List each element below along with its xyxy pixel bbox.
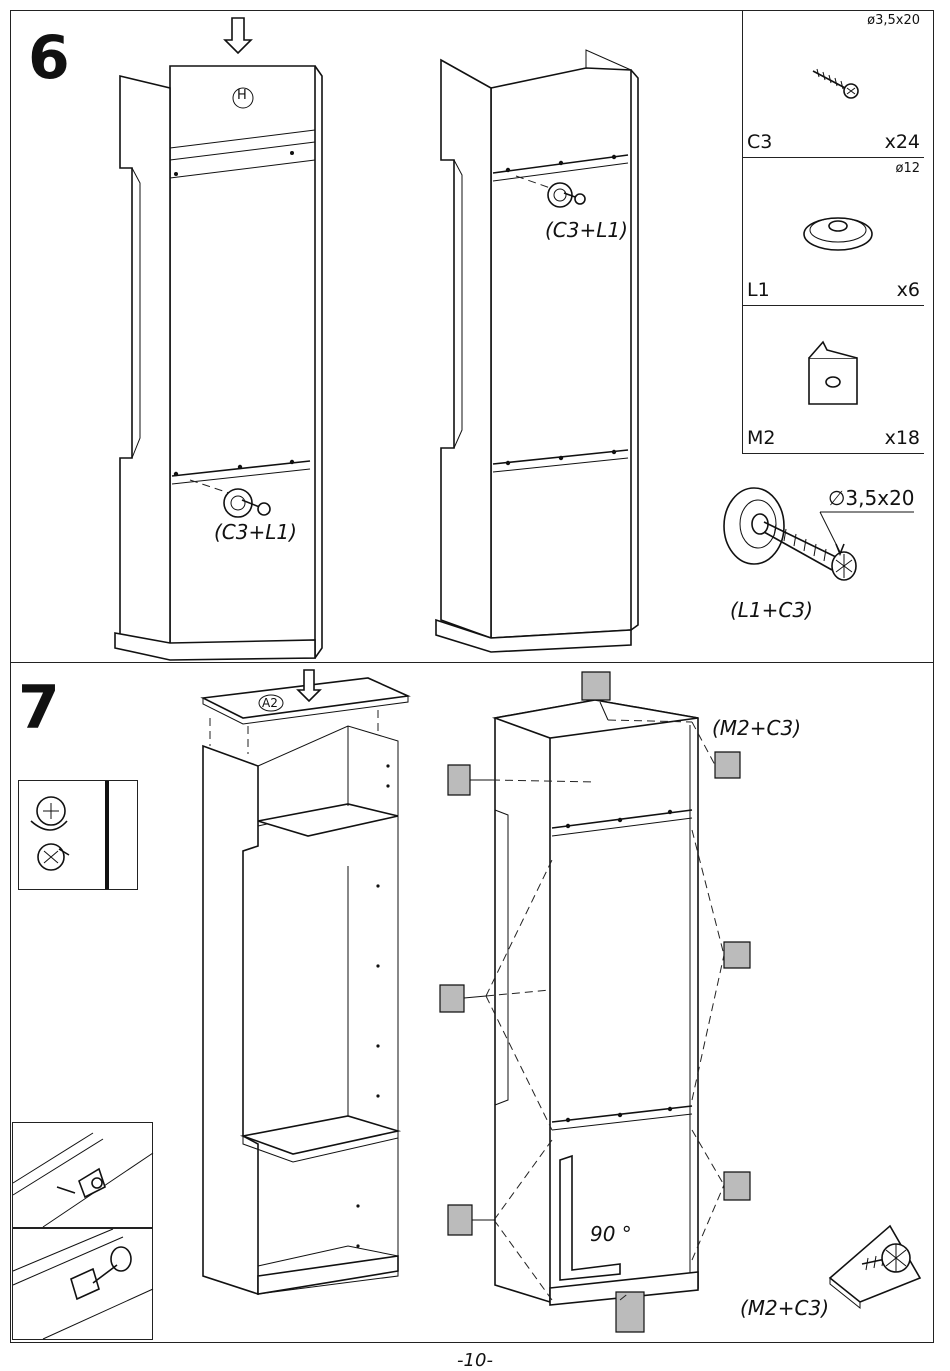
arrow-down-icon bbox=[296, 669, 322, 703]
screwdriver-info-box bbox=[18, 780, 138, 890]
part-size: ø3,5x20 bbox=[867, 13, 920, 28]
part-qty: x24 bbox=[884, 131, 920, 153]
screwdriver-icon bbox=[30, 781, 109, 889]
callout-m2-c3-bottom: (M2+C3) bbox=[740, 1296, 830, 1320]
connector-bracket-icon bbox=[447, 764, 492, 796]
part-qty: x6 bbox=[896, 279, 920, 301]
detail-dimension: ∅3,5x20 bbox=[828, 486, 915, 510]
bracket-screw-large-icon bbox=[828, 1224, 922, 1310]
washer-screw-detail-icon bbox=[723, 487, 914, 581]
part-letter-a2: A2 bbox=[262, 696, 278, 710]
part-cell-c3: ø3,5x20 C3 x24 bbox=[742, 10, 924, 158]
step6-cabinet-left bbox=[114, 17, 323, 661]
step7-cabinet-right bbox=[439, 671, 751, 1333]
step6-cabinet-right bbox=[435, 49, 639, 653]
step7-cabinet-left bbox=[200, 669, 411, 1296]
part-cell-l1: ø12 L1 x6 bbox=[742, 158, 924, 306]
bracket-detail-icon bbox=[12, 1132, 154, 1228]
step-7-number: 7 bbox=[18, 673, 60, 743]
page-number: -10- bbox=[457, 1350, 493, 1371]
washer-screw-icon bbox=[547, 182, 586, 208]
connector-bracket-icon bbox=[447, 1204, 494, 1236]
connector-bracket-icon bbox=[581, 671, 611, 721]
part-size: ø12 bbox=[895, 161, 921, 176]
connector-bracket-icon bbox=[723, 1171, 751, 1201]
callout-c3-l1-right: (C3+L1) bbox=[545, 218, 628, 242]
connector-bracket-icon bbox=[439, 984, 487, 1013]
washer-screw-icon bbox=[223, 488, 271, 518]
page-frame bbox=[10, 10, 934, 1343]
arrow-down-icon bbox=[223, 17, 253, 55]
part-qty: x18 bbox=[884, 427, 920, 449]
callout-l1-c3: (L1+C3) bbox=[730, 598, 813, 622]
part-cell-m2: M2 x18 bbox=[742, 306, 924, 454]
part-code: M2 bbox=[747, 427, 776, 449]
step-divider bbox=[10, 662, 934, 663]
washer-icon bbox=[803, 217, 873, 251]
connector-bracket-icon bbox=[723, 941, 751, 969]
callout-m2-c3-top: (M2+C3) bbox=[712, 716, 802, 740]
step-6-number: 6 bbox=[28, 23, 70, 93]
detail-inset-bottom bbox=[12, 1228, 154, 1340]
angle-label: 90 ° bbox=[590, 1222, 632, 1246]
screw-icon bbox=[812, 68, 859, 99]
part-code: C3 bbox=[747, 131, 773, 153]
connector-bracket-icon bbox=[714, 751, 741, 779]
part-letter-h: H bbox=[237, 88, 247, 103]
connector-bracket-icon bbox=[615, 1291, 645, 1333]
bracket-screw-detail-icon bbox=[12, 1228, 154, 1340]
callout-c3-l1-left: (C3+L1) bbox=[214, 520, 297, 544]
detail-inset-top bbox=[12, 1122, 154, 1228]
part-code: L1 bbox=[747, 279, 770, 301]
connector-bracket-icon bbox=[808, 340, 858, 405]
